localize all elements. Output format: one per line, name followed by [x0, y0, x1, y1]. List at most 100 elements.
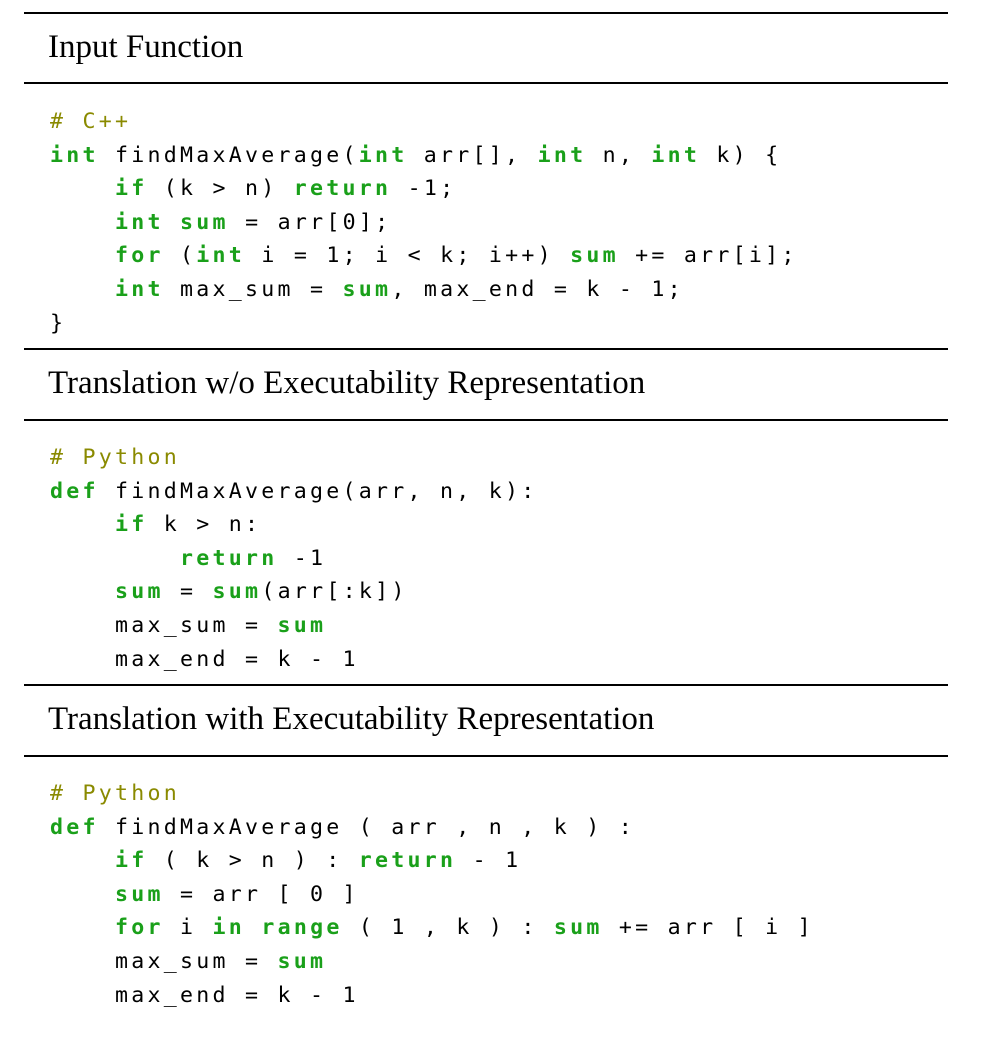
- code-text: -1;: [391, 176, 457, 202]
- code-keyword: sum: [180, 209, 229, 235]
- code-text: max_sum =: [163, 276, 343, 302]
- code-block-python-plain: # Python def findMaxAverage(arr, n, k): i…: [50, 441, 538, 676]
- code-keyword: int: [537, 142, 587, 168]
- code-keyword: return: [358, 848, 457, 874]
- code-keyword: if: [115, 512, 148, 538]
- code-keyword: sum: [570, 243, 619, 269]
- code-keyword: for: [115, 243, 164, 269]
- code-text: [50, 512, 115, 537]
- code-text: max_end = k - 1: [50, 646, 359, 672]
- code-text: [164, 210, 180, 235]
- code-comment: # Python: [50, 781, 181, 806]
- code-text: max_sum =: [50, 948, 278, 974]
- code-line: int findMaxAverage(int arr[], int n, int…: [50, 139, 798, 173]
- code-text: max_end = k - 1: [50, 982, 359, 1008]
- code-text: [50, 848, 115, 873]
- code-keyword: int: [115, 276, 164, 302]
- section-title-translation-without-executability: Translation w/o Executability Representa…: [48, 365, 646, 401]
- code-line: max_sum = sum: [50, 609, 538, 643]
- code-line: # Python: [50, 441, 538, 475]
- code-text: += arr [ i ]: [602, 915, 814, 941]
- code-line: sum = sum(arr[:k]): [50, 575, 538, 609]
- rule-section-divider-2: [24, 684, 948, 686]
- code-keyword: sum: [212, 579, 262, 605]
- code-text: n,: [586, 142, 652, 168]
- code-line: if (k > n) return -1;: [50, 172, 798, 206]
- code-text: [50, 579, 115, 604]
- code-comment: # C++: [50, 109, 132, 134]
- code-text: ( 1 , k ) :: [342, 915, 554, 941]
- code-keyword: def: [50, 478, 99, 504]
- code-keyword: sum: [277, 612, 327, 638]
- code-keyword: sum: [277, 948, 327, 974]
- code-text: arr[],: [407, 142, 538, 168]
- rule-section-divider-1: [24, 348, 948, 350]
- code-keyword: if: [115, 848, 148, 874]
- rule-below-title-2: [24, 419, 948, 421]
- code-text: [50, 210, 115, 235]
- code-text: [245, 915, 261, 940]
- code-line: def findMaxAverage(arr, n, k):: [50, 475, 538, 509]
- code-keyword: range: [261, 915, 343, 941]
- code-keyword: int: [196, 243, 246, 269]
- code-line: return -1: [50, 542, 538, 576]
- code-text: (: [163, 243, 197, 269]
- code-text: - 1: [456, 848, 522, 874]
- section-title-translation-with-executability: Translation with Executability Represent…: [48, 701, 655, 737]
- code-text: [50, 176, 115, 201]
- code-text: [50, 546, 180, 571]
- code-block-python-executability: # Python def findMaxAverage ( arr , n , k…: [50, 777, 814, 1012]
- code-keyword: sum: [342, 276, 392, 302]
- code-keyword: sum: [115, 881, 164, 907]
- code-keyword: return: [180, 545, 278, 571]
- code-text: k) {: [700, 142, 782, 168]
- code-line: int sum = arr[0];: [50, 206, 798, 240]
- code-keyword: int: [50, 142, 99, 168]
- code-text: [50, 277, 115, 302]
- code-text: findMaxAverage(: [98, 142, 359, 168]
- code-text: = arr[0];: [228, 209, 392, 235]
- code-line: }: [50, 307, 798, 341]
- code-keyword: in: [212, 915, 246, 941]
- code-keyword: int: [358, 142, 408, 168]
- code-keyword: int: [115, 209, 164, 235]
- code-text: [50, 882, 115, 907]
- code-comment: # Python: [50, 445, 181, 470]
- code-keyword: sum: [115, 579, 164, 605]
- code-text: = arr [ 0 ]: [163, 881, 359, 907]
- code-text: , max_end = k - 1;: [391, 276, 684, 302]
- section-title-input-function: Input Function: [48, 29, 244, 65]
- rule-top: [24, 12, 948, 14]
- code-text: (k > n): [147, 176, 294, 202]
- code-line: for i in range ( 1 , k ) : sum += arr [ …: [50, 911, 814, 945]
- code-line: max_sum = sum: [50, 945, 814, 979]
- code-text: findMaxAverage ( arr , n , k ) :: [98, 814, 636, 840]
- code-line: max_end = k - 1: [50, 643, 538, 677]
- code-text: i = 1; i < k; i++): [245, 243, 571, 269]
- code-text: =: [163, 579, 213, 605]
- code-line: max_end = k - 1: [50, 979, 814, 1013]
- code-line: sum = arr [ 0 ]: [50, 878, 814, 912]
- code-line: # Python: [50, 777, 814, 811]
- code-line: if ( k > n ) : return - 1: [50, 844, 814, 878]
- code-text: -1: [277, 545, 327, 571]
- code-line: for (int i = 1; i < k; i++) sum += arr[i…: [50, 239, 798, 273]
- code-text: i: [163, 915, 213, 941]
- code-line: # C++: [50, 105, 798, 139]
- code-keyword: sum: [553, 915, 603, 941]
- code-text: [50, 243, 115, 268]
- code-text: k > n:: [147, 512, 262, 538]
- code-text: += arr[i];: [618, 243, 798, 269]
- code-keyword: for: [115, 915, 164, 941]
- code-text: [50, 915, 115, 940]
- rule-below-title-1: [24, 82, 948, 84]
- code-keyword: def: [50, 814, 99, 840]
- code-text: max_sum =: [50, 612, 278, 638]
- code-line: int max_sum = sum, max_end = k - 1;: [50, 273, 798, 307]
- code-text: }: [50, 310, 67, 336]
- code-block-cpp: # C++int findMaxAverage(int arr[], int n…: [50, 105, 798, 340]
- code-keyword: return: [293, 176, 392, 202]
- code-text: findMaxAverage(arr, n, k):: [98, 478, 538, 504]
- code-text: (arr[:k]): [261, 579, 408, 605]
- code-keyword: if: [115, 176, 148, 202]
